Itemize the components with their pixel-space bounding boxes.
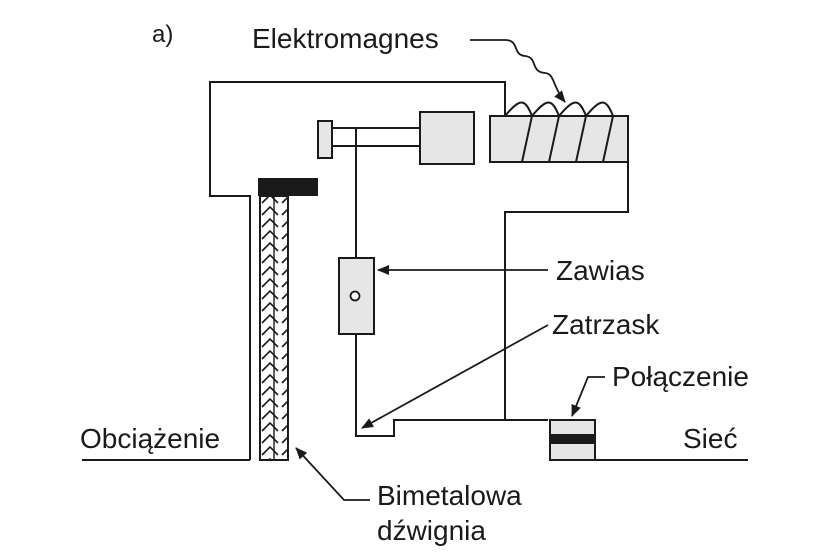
bimetal-leader	[295, 447, 370, 501]
frame-wire	[209, 81, 506, 460]
electromagnet-winding	[504, 101, 628, 163]
bimetal-lever	[259, 195, 289, 461]
bimetal-top-contact	[258, 178, 318, 196]
mains-label: Sieć	[683, 423, 737, 454]
connection-leader	[571, 376, 605, 417]
coil-return-wire	[504, 160, 629, 420]
electromagnet-label: Elektromagnes	[252, 23, 439, 54]
hinge-pivot	[349, 290, 361, 302]
connection-contact	[549, 419, 596, 461]
connection-label: Połączenie	[612, 361, 749, 392]
hinge-label: Zawias	[556, 255, 645, 286]
plunger-block	[419, 111, 475, 165]
bimetal-label-line1: Bimetalowa	[377, 480, 522, 511]
latch-label: Zatrzask	[552, 309, 660, 340]
plunger-end-cap	[317, 120, 333, 159]
latch-leader	[361, 324, 549, 429]
figure-label: a)	[152, 21, 173, 48]
load-label: Obciążenie	[80, 423, 220, 454]
bimetal-label-line2: dźwignia	[377, 515, 486, 546]
electromagnet-leader	[470, 39, 566, 103]
latch-arm	[355, 128, 548, 437]
